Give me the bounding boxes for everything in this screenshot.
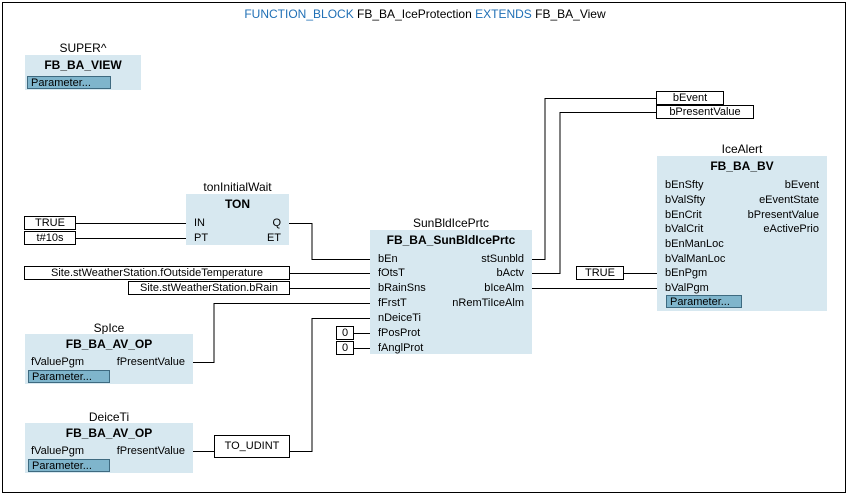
deiceti-pin-fvaluepgm: fValuePgm (31, 445, 84, 457)
ton-block[interactable]: TON IN PT Q ET (186, 194, 289, 245)
ton-pin-in: IN (194, 217, 205, 229)
wire-to-udint-to-ndeiceti (290, 318, 370, 452)
ton-block-type: TON (224, 197, 251, 211)
ton-pin-et: ET (266, 232, 281, 244)
sunbld-pin-ffrstt: fFrstT (378, 297, 407, 309)
icealert-pin-bencrit: bEnCrit (665, 209, 702, 221)
outside-temperature-var[interactable]: Site.stWeatherStation.fOutsideTemperatur… (24, 266, 290, 280)
icealert-pin-bensfty: bEnSfty (665, 179, 704, 191)
sunbld-pin-brainsns: bRainSns (378, 282, 426, 294)
icealert-pin-eactiveprio: eActivePrio (763, 223, 819, 235)
sunbld-pin-bicealm: bIceAlm (484, 282, 524, 294)
icealert-pin-bvalcrit: bValCrit (665, 223, 704, 235)
keyword-extends: EXTENDS (475, 7, 532, 21)
spice-pin-fpresentvalue: fPresentValue (116, 356, 185, 368)
spice-pin-fvaluepgm: fValuePgm (31, 356, 84, 368)
rain-sensor-var[interactable]: Site.stWeatherStation.bRain (128, 281, 290, 295)
wire-stsunbld-to-bevent (532, 98, 656, 260)
sunbld-pin-fposprot: fPosProt (378, 327, 421, 339)
deiceti-instance-name: DeiceTi (88, 410, 130, 424)
page-title: FUNCTION_BLOCK FB_BA_IceProtection EXTEN… (0, 7, 850, 21)
icealert-pin-bevent: bEvent (784, 179, 819, 191)
wire-bactv-to-bpresentvalue (532, 112, 656, 274)
keyword-function-block: FUNCTION_BLOCK (244, 7, 354, 21)
sunbld-block-type: FB_BA_SunBldIcePrtc (386, 233, 516, 247)
sunbld-instance-name: SunBldIcePrtc (412, 216, 490, 230)
icealert-pin-bvalmanloc: bValManLoc (665, 253, 726, 265)
spice-block-type: FB_BA_AV_OP (65, 337, 153, 351)
sunbld-pin-stsunbld: stSunbld (481, 253, 524, 265)
base-block-name: FB_BA_View (535, 7, 606, 21)
deiceti-block[interactable]: FB_BA_AV_OP fValuePgm fPresentValue Para… (25, 423, 193, 473)
icealert-instance-name: IceAlert (721, 142, 763, 156)
sunbld-pin-fotst: fOtsT (378, 267, 405, 279)
bevent-output-var[interactable]: bEvent (656, 91, 724, 105)
super-block[interactable]: FB_BA_VIEW Parameter... (25, 55, 141, 90)
benpgm-constant[interactable]: TRUE (576, 266, 624, 280)
super-block-type: FB_BA_VIEW (44, 58, 122, 72)
icealert-parameter-button[interactable]: Parameter... (666, 295, 742, 308)
fanglprot-constant[interactable]: 0 (336, 341, 354, 355)
icealert-pin-bpresentvalue: bPresentValue (747, 209, 819, 221)
icealert-pin-benmanloc: bEnManLoc (665, 238, 724, 250)
function-block-name: FB_BA_IceProtection (357, 7, 472, 21)
deiceti-parameter-button[interactable]: Parameter... (28, 459, 110, 472)
fposprot-constant[interactable]: 0 (336, 326, 354, 340)
spice-instance-name: SpIce (93, 321, 125, 335)
deiceti-pin-fpresentvalue: fPresentValue (116, 445, 185, 457)
spice-parameter-button[interactable]: Parameter... (28, 370, 110, 383)
ton-pin-pt: PT (194, 232, 209, 244)
wire-ton-q-to-ben (289, 223, 370, 260)
icealert-pin-bvalpgm: bValPgm (665, 282, 709, 294)
spice-block[interactable]: FB_BA_AV_OP fValuePgm fPresentValue Para… (25, 334, 193, 384)
wire-spice-to-ffrstt (193, 303, 370, 363)
sunbld-pin-fanglprot: fAnglProt (378, 342, 424, 354)
sunbld-block[interactable]: FB_BA_SunBldIcePrtc bEn fOtsT bRainSns f… (370, 230, 532, 354)
sunbld-pin-nremtiicealm: nRemTiIceAlm (452, 297, 524, 309)
super-instance-name: SUPER^ (59, 41, 107, 55)
ton-instance-name: tonInitialWait (203, 180, 272, 194)
sunbld-pin-ndeiceti: nDeiceTi (378, 312, 421, 324)
ton-in-constant[interactable]: TRUE (24, 216, 76, 230)
icealert-block[interactable]: FB_BA_BV bEnSfty bValSfty bEnCrit bValCr… (657, 156, 827, 311)
to-udint-operator[interactable]: TO_UDINT (214, 435, 290, 458)
sunbld-pin-bactv: bActv (496, 267, 524, 279)
sunbld-pin-ben: bEn (378, 253, 398, 265)
icealert-pin-bvalsfty: bValSfty (665, 194, 706, 206)
icealert-pin-eeventstate: eEventState (759, 194, 819, 206)
bpresentvalue-output-var[interactable]: bPresentValue (656, 105, 754, 119)
icealert-block-type: FB_BA_BV (710, 159, 774, 173)
ton-pin-q: Q (272, 217, 281, 229)
ton-pt-constant[interactable]: t#10s (24, 231, 76, 245)
icealert-pin-benpgm: bEnPgm (665, 267, 708, 279)
super-parameter-button[interactable]: Parameter... (27, 76, 111, 89)
deiceti-block-type: FB_BA_AV_OP (65, 426, 153, 440)
